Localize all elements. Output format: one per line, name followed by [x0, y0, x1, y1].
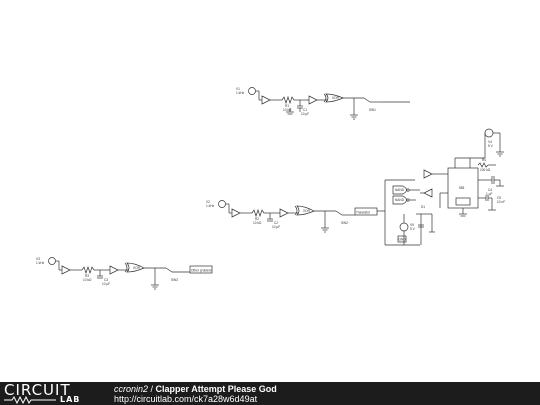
resistor-2-symbol — [251, 208, 265, 218]
nand-1-label: NAND — [395, 188, 405, 192]
logo-lab-text: LAB — [60, 395, 81, 404]
ic-555-sub-box — [455, 197, 471, 206]
buffer-2-symbol — [231, 208, 241, 218]
led-label: D1 — [421, 205, 425, 209]
buffer-1b-symbol — [308, 95, 318, 105]
source-2-value: 1 kHz — [206, 204, 215, 208]
xor-1-label: XOR — [332, 96, 340, 100]
source-1-label: V1 — [236, 87, 240, 91]
resistor-3-label: R3 — [85, 274, 89, 278]
footer-bar: CIRCUIT LAB ccronin2 / Clapper Attempt P… — [0, 382, 540, 405]
buffer-out-1-symbol — [423, 169, 433, 179]
note-2-box — [354, 207, 378, 216]
cap-2-value: 10 µF — [272, 225, 280, 229]
cap-1-label: C1 — [303, 108, 307, 112]
resistor-4-value: 100 kΩ — [480, 168, 491, 172]
resistor-1-value: 10 kΩ — [283, 108, 292, 112]
source-3-symbol — [48, 257, 56, 265]
source-1-value: 1 kHz — [236, 91, 245, 95]
nand-2-symbol — [392, 195, 407, 205]
resistor-3-value: 10 kΩ — [83, 278, 92, 282]
buffer-out-2-symbol — [423, 188, 433, 198]
xor-3-label: XOR — [133, 266, 141, 270]
cap-1-value: 10 µF — [301, 112, 309, 116]
xor-3-symbol — [126, 262, 145, 273]
buffer-1-symbol — [261, 95, 271, 105]
source-2-symbol — [218, 200, 226, 208]
buffer-2b-symbol — [279, 208, 289, 218]
source-5-value: 5 V — [410, 227, 416, 231]
project-url[interactable]: http://circuitlab.com/ck7a28w6d49at — [114, 394, 258, 404]
schematic-drawing: V1 1 kHz R1 10 kΩ C1 10 µF XOR SW1 V2 1 … — [36, 87, 505, 290]
cap-2-label: C2 — [274, 221, 278, 225]
author-link[interactable]: ccronin2 — [114, 384, 149, 394]
logo-resistor-icon — [4, 396, 56, 404]
stage-1 — [248, 87, 410, 120]
source-4-symbol — [484, 128, 494, 138]
title-separator: / — [148, 384, 156, 394]
source-2-label: V2 — [206, 200, 210, 204]
note-3-label: Other problem — [191, 269, 212, 273]
stage-3 — [48, 257, 213, 290]
cap-4-label: C4 — [488, 188, 492, 192]
switch-3-label: SW3 — [171, 278, 178, 282]
resistor-3-symbol — [81, 265, 95, 275]
stage-2 — [218, 200, 385, 233]
gnd-label: GND — [399, 238, 407, 242]
switch-2-label: SW2 — [341, 221, 348, 225]
resistor-2-value: 10 kΩ — [253, 221, 262, 225]
resistor-4-symbol — [477, 162, 489, 168]
note-3-box — [189, 265, 213, 274]
resistor-1-label: R1 — [285, 104, 289, 108]
source-3-label: V3 — [36, 257, 40, 261]
xor-2-symbol — [296, 205, 315, 216]
gnd-box — [397, 235, 407, 243]
switch-2-symbol — [335, 210, 343, 216]
nand-1-symbol — [392, 185, 407, 195]
cap-3-value: 10 µF — [102, 282, 110, 286]
source-5-symbol — [399, 222, 409, 232]
project-title: ccronin2 / Clapper Attempt Please God — [114, 384, 277, 394]
resistor-4-label: R4 — [482, 158, 486, 162]
schematic-canvas[interactable]: V1 1 kHz R1 10 kΩ C1 10 µF XOR SW1 V2 1 … — [0, 0, 540, 382]
cap-5-label: C5 — [497, 196, 501, 200]
ic-555-label: 555 — [459, 186, 465, 190]
switch-1-symbol — [363, 97, 371, 103]
xor-1-symbol — [325, 93, 344, 103]
resistor-1-symbol — [281, 95, 295, 105]
project-name[interactable]: Clapper Attempt Please God — [155, 384, 277, 394]
cap-4-value: 1 µF — [486, 192, 492, 196]
switch-1-label: SW1 — [369, 108, 376, 112]
nand-2-label: NAND — [395, 198, 405, 202]
cap-5-value: 10 nF — [497, 200, 505, 204]
source-4-label: V4 — [488, 140, 492, 144]
xor-2-label: XOR — [303, 209, 311, 213]
cap-3-label: C3 — [104, 278, 108, 282]
resistor-2-label: R2 — [255, 217, 259, 221]
note-2-label: Transistor — [356, 211, 371, 215]
circuitlab-logo[interactable]: CIRCUIT LAB — [4, 381, 96, 404]
buffer-3b-symbol — [109, 265, 119, 275]
source-1-symbol — [248, 87, 256, 95]
output-block — [384, 128, 504, 246]
source-4-value: 5 V — [488, 144, 494, 148]
logo-circuit-text: CIRCUIT — [4, 381, 71, 399]
buffer-3-symbol — [61, 265, 71, 275]
switch-3-symbol — [165, 267, 173, 273]
source-5-label: V5 — [410, 223, 414, 227]
source-3-value: 1 kHz — [36, 261, 45, 265]
